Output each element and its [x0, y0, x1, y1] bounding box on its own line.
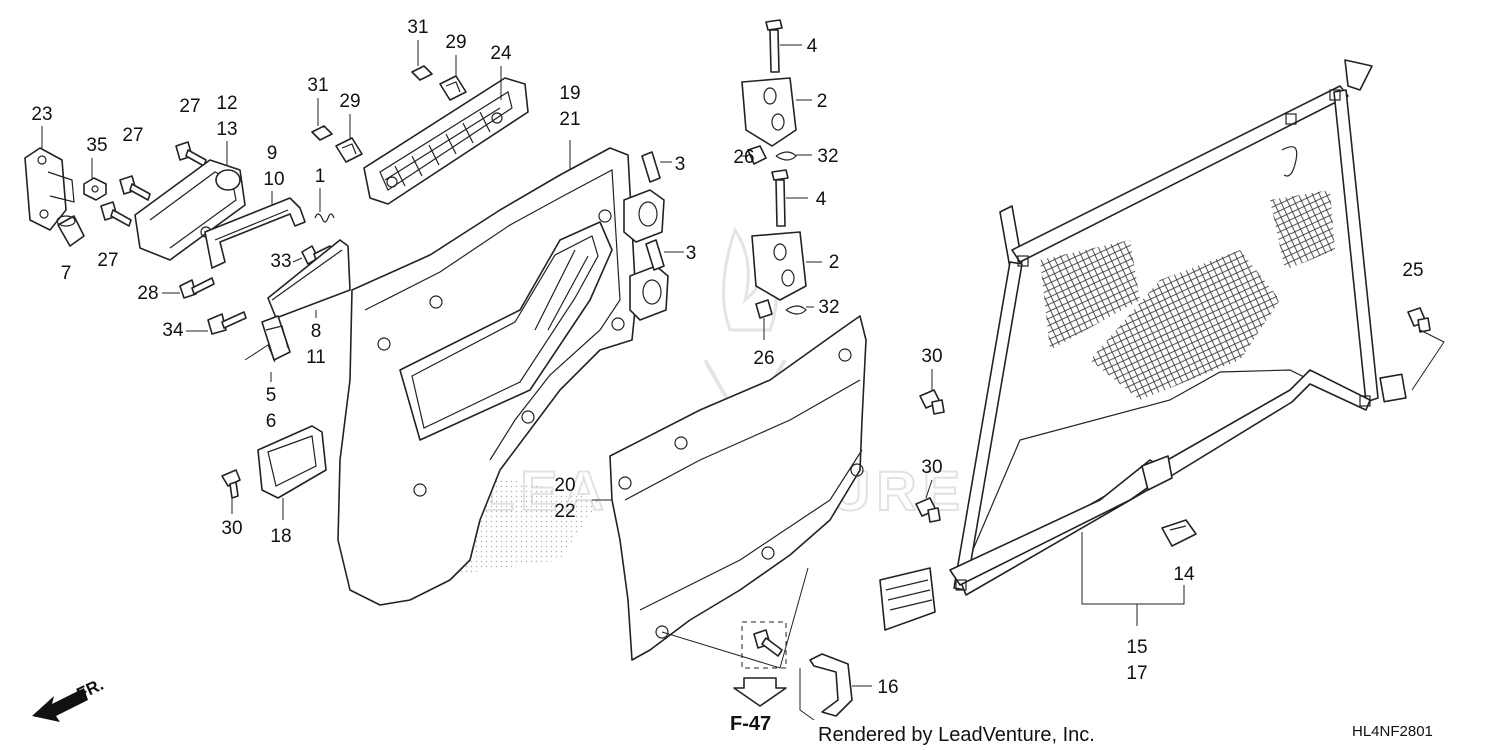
callout-l6: 6 [266, 411, 277, 432]
grommet-29-upper [439, 75, 467, 101]
clip-32-upper [775, 151, 812, 161]
callout-l26a: 26 [733, 147, 754, 168]
hinge-lower [629, 265, 669, 321]
door-panel-19-21 [337, 140, 637, 606]
bolt-26-lower [755, 299, 773, 340]
bolt-27 [100, 141, 207, 227]
bolt-34 [207, 311, 247, 335]
bolt-26-upper [740, 145, 767, 165]
callout-l2a: 2 [817, 91, 828, 112]
bolt-28 [179, 277, 215, 299]
callout-l26b: 26 [753, 348, 774, 369]
callout-labels: 1223344567891011121314151617181920212223… [31, 17, 1423, 698]
callout-l14: 14 [1173, 564, 1195, 585]
callout-l13: 13 [216, 119, 237, 140]
leader-lines [41, 40, 933, 514]
rivet-30-upper [919, 389, 945, 415]
washer-31-upper [411, 65, 433, 81]
callout-l30a: 30 [921, 346, 942, 367]
callout-l31b: 31 [307, 75, 328, 96]
callout-l17: 17 [1126, 663, 1147, 684]
grommet-29-lower [335, 137, 363, 163]
rivet-30-lower [915, 497, 941, 523]
diagram-code: HL4NF2801 [1352, 723, 1433, 740]
callout-l27a: 27 [179, 96, 200, 117]
callout-l32b: 32 [818, 297, 839, 318]
spring-1 [314, 213, 335, 223]
callout-l21: 21 [559, 109, 580, 130]
callout-l3a: 3 [675, 154, 686, 175]
callout-l10: 10 [263, 169, 284, 190]
reference-label: F-47 [730, 713, 771, 735]
callout-l11: 11 [306, 347, 326, 368]
hinge-bracket-2-upper [741, 77, 812, 147]
callout-l20: 20 [554, 475, 575, 496]
bolt-boxed [741, 621, 787, 669]
callout-l34: 34 [162, 320, 184, 341]
callout-l7: 7 [61, 263, 72, 284]
hinge-upper [623, 189, 665, 243]
nut-35 [83, 177, 107, 201]
callout-l30b: 30 [921, 457, 942, 478]
net-frame-15-17 [879, 59, 1407, 631]
callout-l29b: 29 [339, 91, 360, 112]
callout-l28: 28 [137, 283, 158, 304]
bumper-7 [56, 215, 85, 247]
callout-l31a: 31 [407, 17, 428, 38]
callout-l22: 22 [554, 501, 575, 522]
hinge-bracket-2-lower [751, 231, 822, 301]
front-direction-arrow: FR. [32, 675, 107, 722]
callout-l27b: 27 [122, 125, 143, 146]
clip-5-6 [244, 315, 291, 363]
striker-plate-23 [24, 147, 75, 231]
bolt-25 [1407, 307, 1445, 391]
callout-l18: 18 [270, 526, 291, 547]
callout-l33: 33 [270, 251, 291, 272]
callout-l27c: 27 [97, 250, 118, 271]
washer-31-lower [311, 125, 333, 141]
hinge-pin-4-lower [771, 169, 808, 227]
callout-l2b: 2 [829, 252, 840, 273]
credit-text: Rendered by LeadVenture, Inc. [818, 724, 1095, 746]
callout-l4a: 4 [807, 36, 818, 57]
callout-l16: 16 [877, 677, 898, 698]
callout-l23: 23 [31, 104, 52, 125]
pin-3-lower [645, 239, 684, 271]
vent-grille-24 [363, 77, 529, 205]
callout-l24: 24 [490, 43, 512, 64]
callout-l15: 15 [1126, 637, 1147, 658]
callout-l35: 35 [86, 135, 107, 156]
callout-l30c: 30 [221, 518, 242, 539]
callout-l5: 5 [266, 385, 277, 406]
callout-l25: 25 [1402, 260, 1423, 281]
rivet-30-left [221, 469, 241, 499]
reference-arrow [733, 677, 787, 707]
callout-l12: 12 [216, 93, 237, 114]
latch-handle-12-13 [134, 159, 246, 261]
callout-l3b: 3 [686, 243, 697, 264]
callout-l19: 19 [559, 83, 580, 104]
bracket-8-11 [267, 239, 351, 319]
clamp-16 [799, 653, 872, 721]
cover-18 [257, 425, 327, 520]
callout-l8: 8 [311, 321, 322, 342]
callout-l1: 1 [315, 166, 326, 187]
callout-l9: 9 [267, 143, 278, 164]
callout-l32a: 32 [817, 146, 838, 167]
clip-32-lower [785, 305, 814, 315]
callout-l29a: 29 [445, 32, 466, 53]
hinge-pin-4-upper [765, 19, 802, 73]
grab-handle-9-10 [204, 197, 306, 269]
lower-panel-20-22 [592, 315, 867, 669]
pin-3-upper [641, 151, 672, 183]
clip-14 [1161, 519, 1197, 547]
callout-l4b: 4 [816, 189, 827, 210]
